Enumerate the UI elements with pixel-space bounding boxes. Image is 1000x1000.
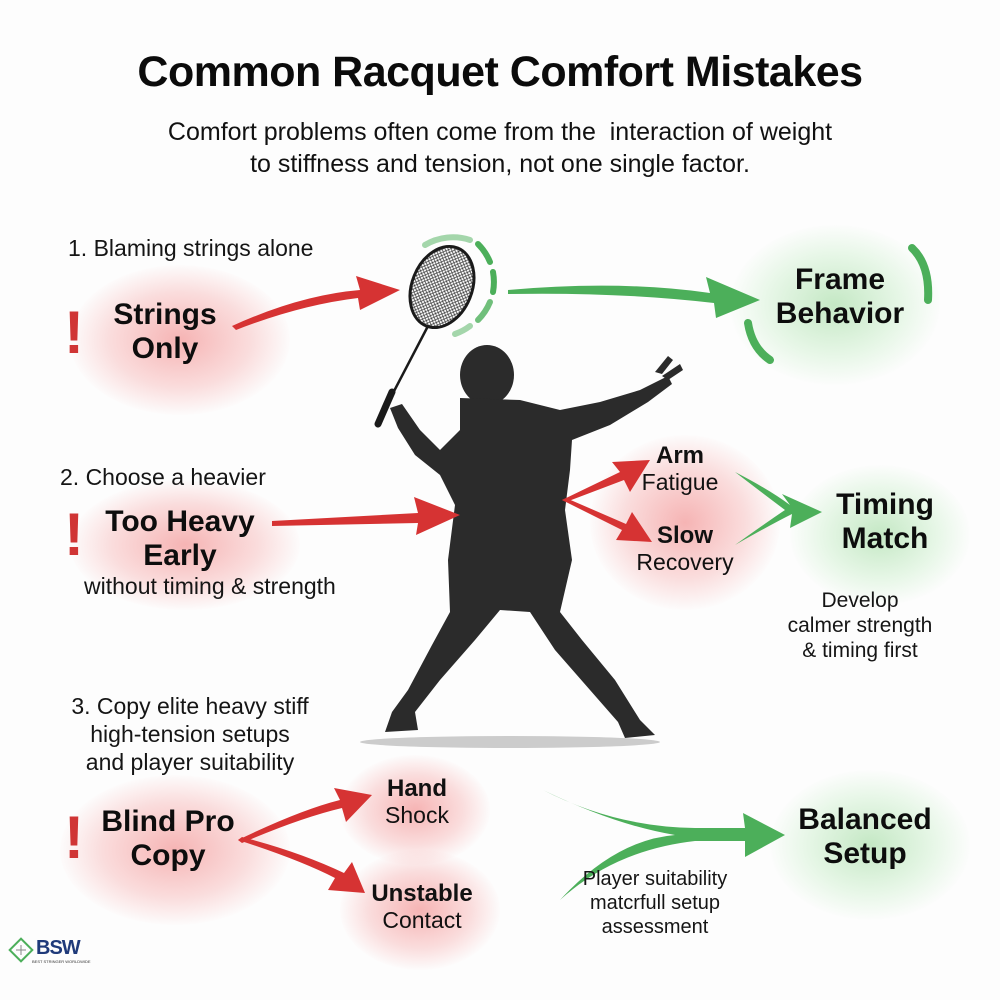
arrow-to-arm-fatigue	[562, 460, 650, 502]
effect-unstable-contact: Unstable Contact	[362, 880, 482, 934]
problem-line-1: Strings	[113, 298, 217, 331]
step-2-label: 2. Choose a heavier	[60, 464, 266, 490]
swing-arcs	[422, 234, 497, 337]
glow-blind-pro	[60, 775, 290, 925]
subtitle-line-1: Comfort problems often come from the int…	[167, 118, 833, 146]
effect-bold: Slow	[656, 522, 713, 549]
step-1-label: 1. Blaming strings alone	[68, 235, 314, 261]
step-line: 3. Copy elite heavy stiff	[71, 693, 309, 719]
page-title: Common Racquet Comfort Mistakes	[137, 48, 863, 96]
exclamation-icon: !	[64, 299, 84, 366]
effect-hand-shock: Hand Shock	[362, 775, 472, 829]
arrow-to-timing-match	[735, 472, 822, 545]
problem-line-2: Early	[143, 539, 217, 572]
solution-line-1: Timing	[836, 488, 934, 521]
effect-bold: Arm	[655, 442, 704, 469]
problem-note: without timing & strength	[84, 573, 336, 599]
solution-note: Develop calmer strength & timing first	[770, 588, 950, 663]
step-line: and player suitability	[85, 749, 295, 775]
solution-timing-match: Timing Match	[815, 488, 955, 556]
arrow-to-balanced-setup	[543, 790, 785, 900]
note-line: Develop	[821, 589, 899, 612]
effect-arm-fatigue: Arm Fatigue	[620, 442, 740, 496]
note-line: Player suitability	[582, 868, 728, 890]
logo-text: BSW	[36, 937, 81, 959]
note-line: & timing first	[802, 639, 918, 662]
exclamation-icon: !	[64, 501, 84, 568]
effect-text: Fatigue	[641, 469, 719, 495]
effect-text: Recovery	[636, 549, 734, 575]
effect-text: Contact	[382, 907, 462, 933]
subtitle-line-2: to stiffness and tension, not one single…	[250, 150, 750, 178]
effect-text: Shock	[385, 802, 449, 828]
green-arrows	[508, 277, 822, 900]
problem-blind-pro-copy: Blind Pro Copy	[88, 805, 248, 873]
arrow-racquet-to-frame	[508, 277, 760, 318]
solution-line-2: Setup	[823, 837, 907, 870]
solution-line-1: Balanced	[798, 803, 932, 836]
solution-frame-behavior: Frame Behavior	[755, 263, 925, 331]
step-3-label: 3. Copy elite heavy stiff high-tension s…	[40, 692, 340, 776]
step-line: high-tension setups	[90, 721, 290, 747]
red-arrows	[232, 276, 652, 893]
solution-line-2: Match	[841, 522, 929, 555]
problem-line-1: Blind Pro	[101, 805, 235, 838]
glow-hand-shock	[340, 755, 490, 865]
solution-line-1: Frame	[794, 263, 886, 296]
note-line: assessment	[601, 916, 709, 938]
problem-strings-only: Strings Only	[95, 298, 235, 366]
solution-balanced-setup: Balanced Setup	[780, 803, 950, 871]
arrow-to-unstable-contact	[238, 837, 365, 893]
problem-too-heavy-early: Too Heavy Early	[90, 505, 270, 573]
glow-too-heavy	[70, 480, 300, 610]
solution-line-2: Behavior	[775, 297, 905, 330]
glow-timing-match	[790, 465, 970, 605]
logo-tagline: BEST STRINGER WORLDWIDE	[32, 959, 91, 964]
frame-arcs	[744, 244, 933, 364]
glow-strings-only	[70, 265, 290, 415]
subtitle: Comfort problems often come from the int…	[0, 116, 1000, 180]
arrow-strings-to-racquet	[232, 276, 400, 330]
glow-balanced-setup	[770, 770, 970, 920]
arrow-heavy-to-body	[272, 497, 460, 535]
logo-diamond-icon	[8, 937, 34, 963]
arrow-to-slow-recovery	[562, 498, 652, 542]
ground-shadow	[360, 736, 660, 748]
effect-slow-recovery: Slow Recovery	[620, 522, 750, 576]
bsw-logo: BSW BEST STRINGER WORLDWIDE	[8, 935, 98, 975]
note-line: calmer strength	[787, 614, 933, 637]
player-silhouette	[385, 345, 683, 738]
glow-unstable-contact	[340, 850, 500, 970]
problem-line-2: Copy	[130, 839, 206, 872]
note-line: matcrfull setup	[589, 892, 721, 914]
arrow-to-hand-shock	[238, 788, 372, 843]
problem-line-2: Only	[131, 332, 199, 365]
arrow-note: Player suitability matcrfull setup asses…	[555, 867, 755, 939]
exclamation-icon: !	[64, 804, 84, 871]
problem-line-1: Too Heavy	[105, 505, 255, 538]
effect-bold: Unstable	[371, 880, 473, 907]
racquet-icon	[374, 244, 476, 428]
effect-bold: Hand	[387, 775, 447, 802]
